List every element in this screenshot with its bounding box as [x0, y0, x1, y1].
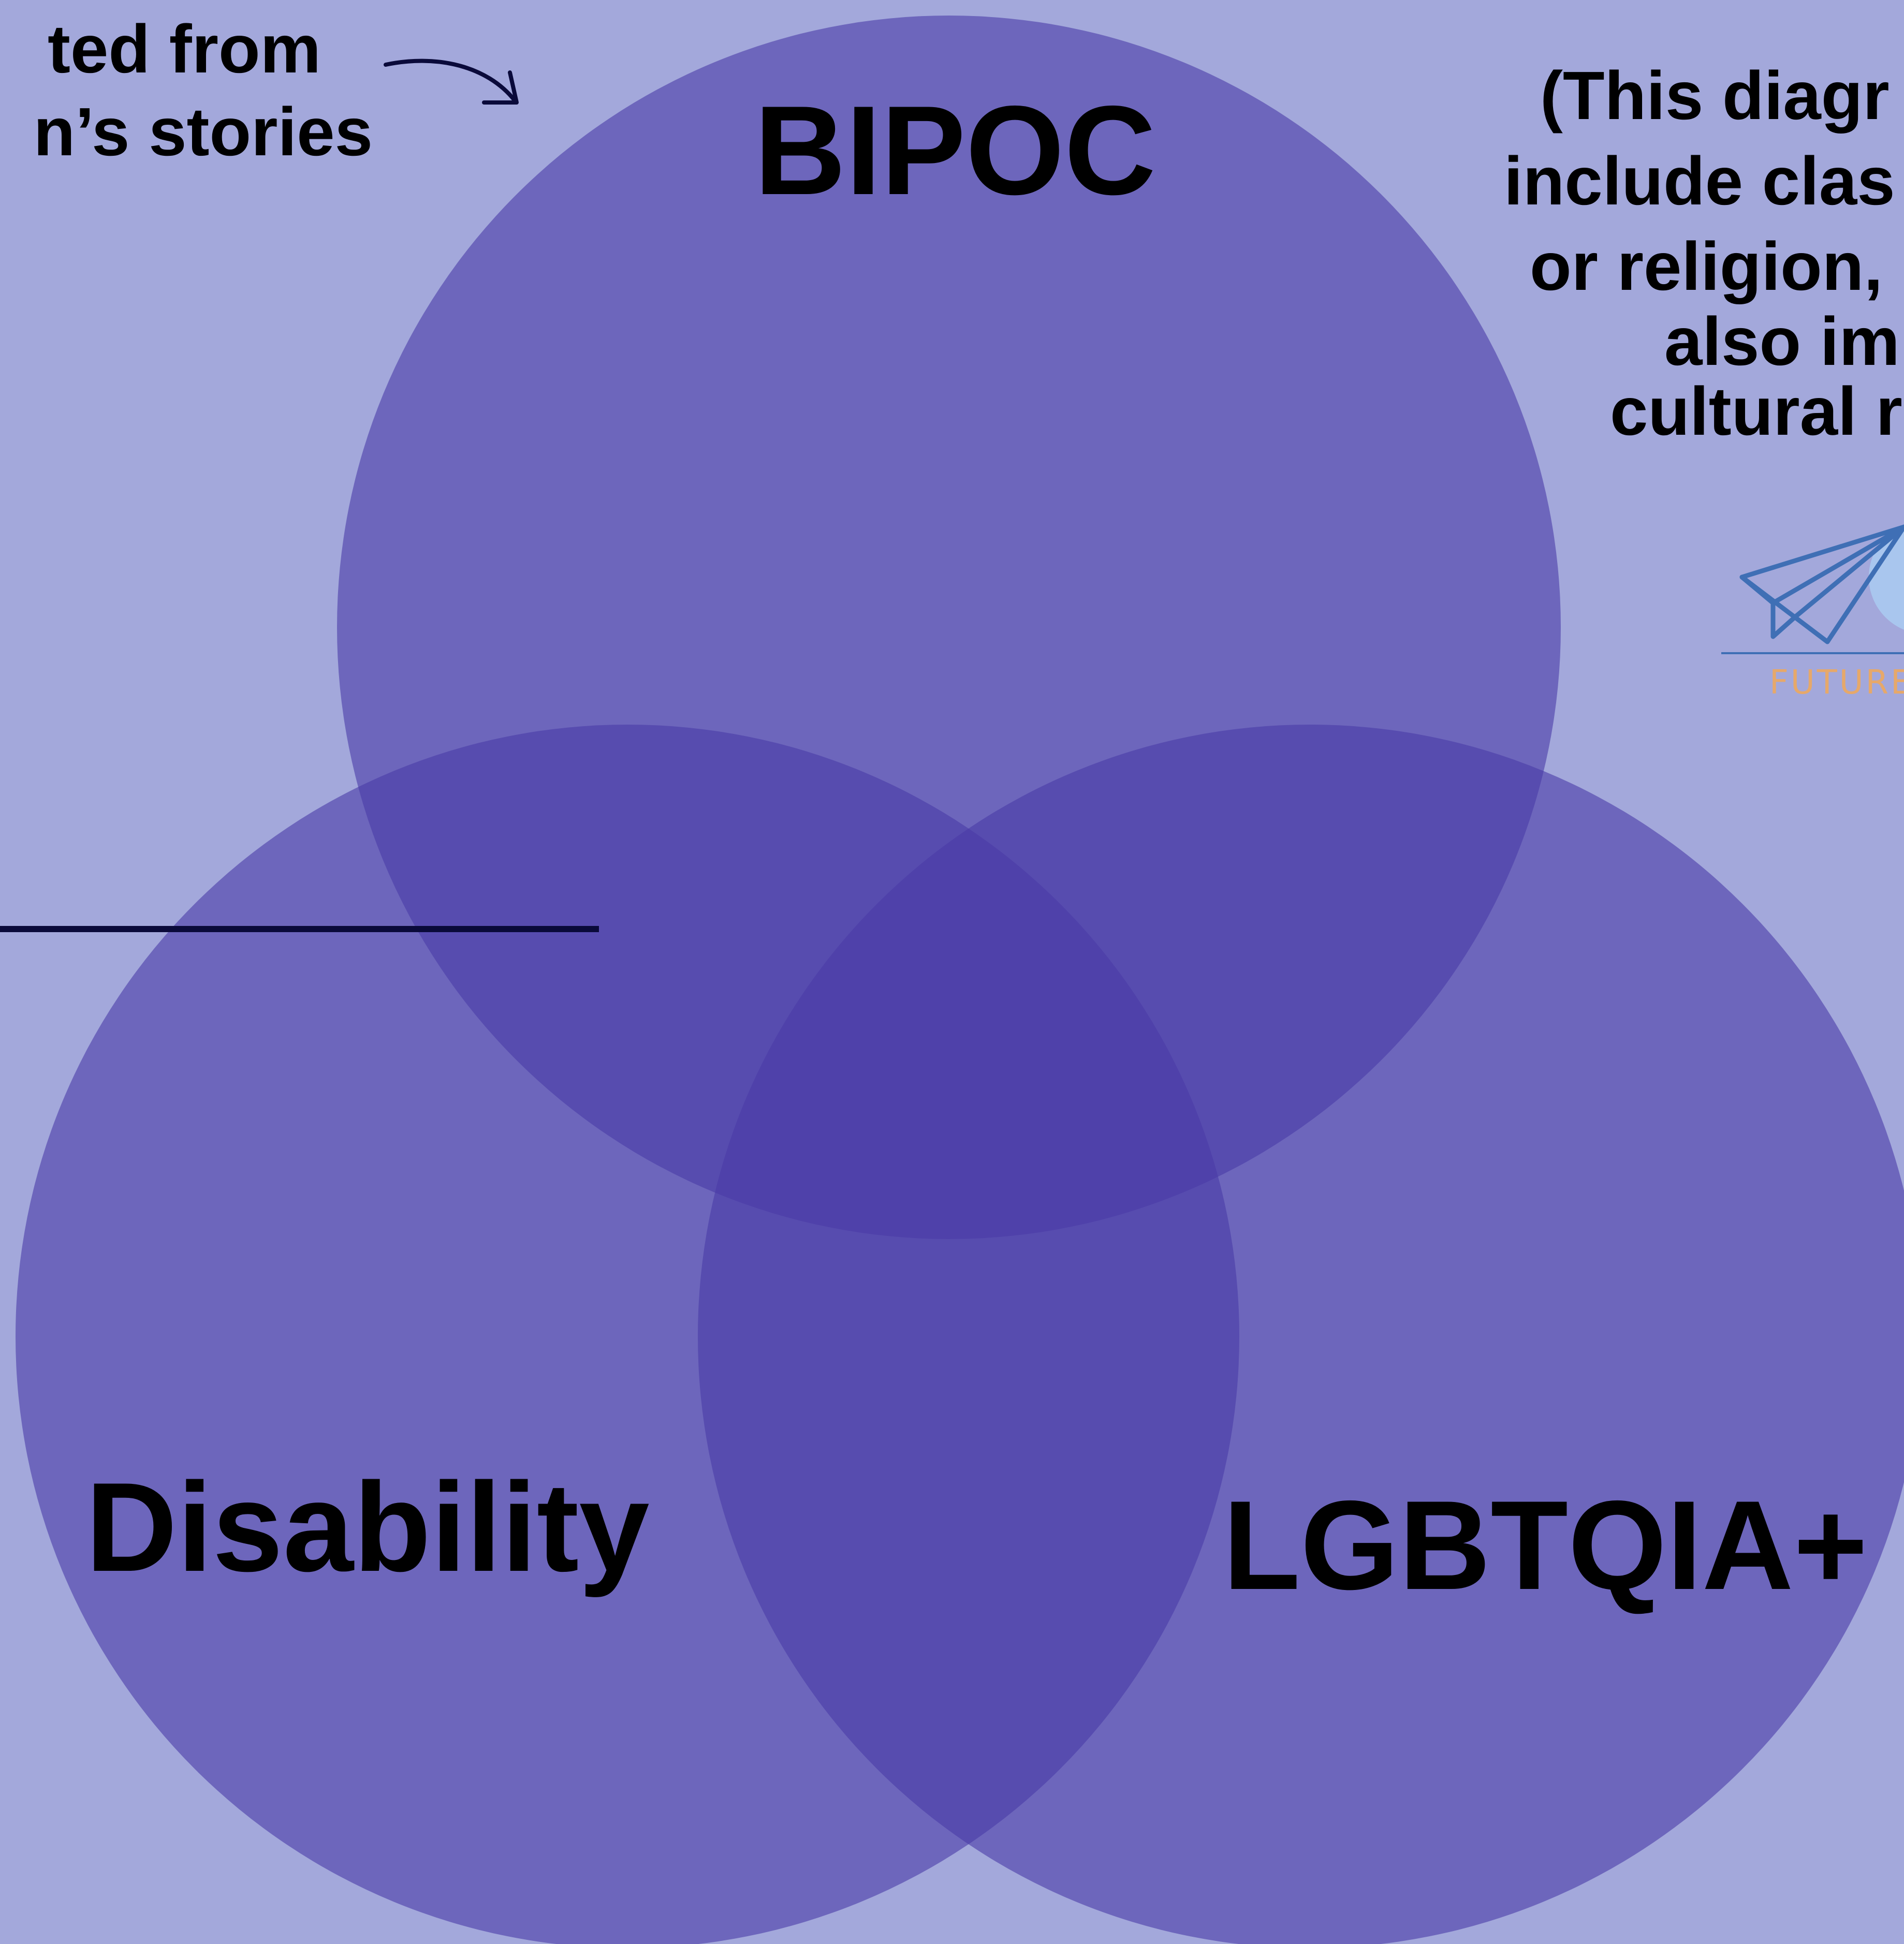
- logo: FUTURE: [1721, 524, 1904, 702]
- paper-plane-icon: [1739, 524, 1904, 644]
- right-note-line2: include clas: [1504, 143, 1895, 219]
- venn-circles: [16, 16, 1904, 1944]
- label-disability: Disability: [85, 1456, 649, 1598]
- right-note-line3: or religion,: [1530, 228, 1883, 304]
- label-lgbtqia: LGBTQIA+: [1223, 1474, 1867, 1616]
- top-left-note-line2: n’s stories: [34, 94, 373, 170]
- right-note-line1: (This diagr: [1540, 57, 1890, 134]
- right-note-line4: also im: [1664, 303, 1900, 379]
- right-note-line5: cultural r: [1610, 373, 1902, 449]
- logo-text: FUTURE: [1769, 664, 1904, 702]
- label-bipoc: BIPOC: [754, 79, 1156, 221]
- top-left-note-line1: ted from: [48, 11, 321, 87]
- curved-arrow-icon: [384, 58, 519, 105]
- circle-lgbtqia: [698, 725, 1904, 1944]
